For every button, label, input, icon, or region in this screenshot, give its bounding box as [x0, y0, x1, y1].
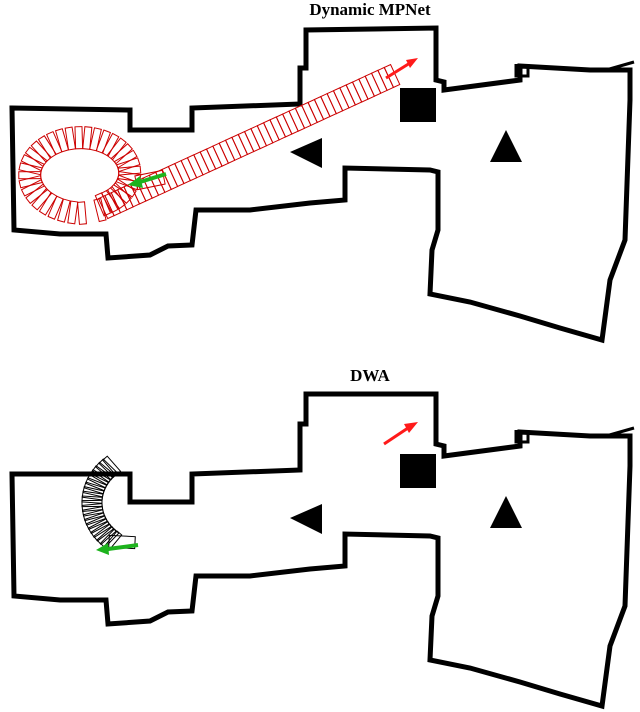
planned-trajectory-mpnet — [18, 63, 401, 225]
triangle-obstacle-left — [290, 138, 322, 168]
trajectory-footprint — [64, 126, 77, 151]
goal-arrow — [383, 422, 418, 446]
start-arrow-shaft — [107, 543, 139, 551]
square-obstacle — [400, 88, 436, 122]
map-wall-outline — [9, 391, 633, 710]
occupancy-map-walls — [9, 391, 635, 710]
trajectory-footprint — [67, 200, 79, 225]
trajectory-footprint — [47, 195, 64, 220]
trajectory-footprint — [20, 153, 45, 172]
triangle-obstacle-left — [290, 504, 322, 534]
occupancy-map-walls — [9, 25, 635, 344]
goal-arrow-shaft — [383, 426, 409, 446]
start-arrow-shaft — [139, 172, 167, 184]
start-arrow — [128, 172, 167, 188]
goal-arrow-head — [404, 422, 418, 433]
trajectory-footprint — [54, 128, 70, 153]
trajectory-footprint — [74, 126, 84, 150]
start-arrow — [96, 543, 139, 555]
square-obstacle — [400, 454, 436, 488]
goal-arrow-head — [406, 58, 418, 68]
trajectory-footprint — [93, 523, 115, 542]
planned-trajectory-dwa — [81, 455, 136, 552]
trajectory-footprint — [95, 129, 112, 154]
start-arrow-head — [128, 176, 143, 188]
goal-arrow-shaft — [385, 61, 411, 80]
triangle-obstacle-right — [490, 130, 522, 162]
trajectory-footprint — [57, 198, 71, 223]
trajectory-footprint — [99, 528, 120, 549]
panel-title-dwa: DWA — [350, 366, 390, 385]
trajectory-footprint — [89, 127, 102, 152]
trajectory-footprint — [101, 132, 120, 157]
map-wall-notch — [514, 64, 530, 78]
goal-arrow — [385, 58, 418, 80]
triangle-obstacle-right — [490, 496, 522, 528]
start-arrow-head — [96, 543, 109, 555]
trajectory-footprint — [77, 201, 87, 225]
trajectory-footprint — [82, 126, 93, 150]
trajectory-footprint — [18, 175, 43, 189]
panel-title-dynamic-mpnet: Dynamic MPNet — [309, 0, 431, 19]
trajectory-footprint — [37, 135, 57, 159]
trajectory-footprint — [38, 191, 58, 216]
map-wall-outline — [9, 25, 633, 344]
trajectory-footprint — [45, 130, 63, 156]
trajectory-footprint — [31, 187, 53, 211]
map-wall-notch — [514, 430, 530, 444]
map-wall-stub — [605, 426, 635, 438]
trajectory-footprint — [20, 179, 45, 197]
trajectory-footprint — [102, 455, 122, 476]
map-wall-stub — [605, 60, 635, 72]
map-panel-dynamic-mpnet — [9, 25, 635, 344]
map-panel-dwa — [9, 391, 635, 710]
